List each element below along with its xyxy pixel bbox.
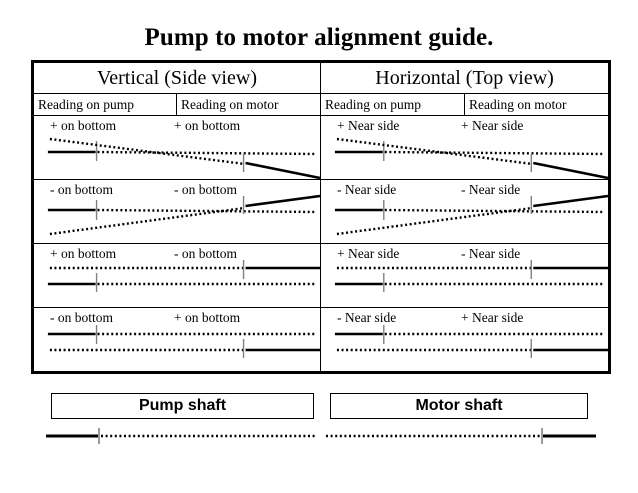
- diagram-labels: + on bottom + on bottom: [34, 118, 320, 136]
- reading-motor-label: + on bottom: [174, 118, 241, 133]
- legend-motor-shaft-label: Motor shaft: [330, 393, 588, 419]
- table-group-header-row: Vertical (Side view) Horizontal (Top vie…: [31, 61, 611, 94]
- shaft-diagram-angular-open-top: [321, 116, 609, 180]
- shaft-diagram-angular-open-top: [34, 116, 321, 180]
- group-header-vertical: Vertical (Side view): [31, 61, 322, 94]
- shaft-diagram-angular-open-bottom: [34, 180, 321, 243]
- table-row: - on bottom - on bottom - Near side - Ne…: [31, 179, 611, 244]
- alignment-guide-table: Vertical (Side view) Horizontal (Top vie…: [31, 60, 612, 374]
- diagram-labels: + Near side - Near side: [321, 246, 608, 264]
- diagram-labels: - Near side - Near side: [321, 182, 608, 200]
- diagram-labels: + Near side + Near side: [321, 118, 608, 136]
- diagram-labels: - on bottom + on bottom: [34, 310, 320, 328]
- reading-motor-label: + Near side: [461, 118, 524, 133]
- table-row: - on bottom + on bottom - Near side + Ne…: [31, 307, 611, 373]
- table-sub-header-row: Reading on pump Reading on motor Reading…: [32, 93, 611, 116]
- table-row: + on bottom + on bottom + Near side + Ne…: [31, 115, 611, 180]
- diagram-cell-horizontal-row-1: + Near side + Near side: [320, 115, 611, 180]
- reading-pump-label: - Near side: [337, 310, 397, 325]
- diagram-labels: - on bottom - on bottom: [34, 182, 320, 200]
- reading-motor-label: + Near side: [461, 310, 524, 325]
- table-row: + on bottom - on bottom + Near side - Ne…: [31, 243, 611, 308]
- sub-header-vertical-motor: Reading on motor: [175, 93, 322, 116]
- diagram-labels: - Near side + Near side: [321, 310, 608, 328]
- page-title: Pump to motor alignment guide.: [144, 24, 494, 51]
- diagram-cell-vertical-row-4: - on bottom + on bottom: [31, 307, 322, 373]
- group-header-horizontal: Horizontal (Top view): [320, 61, 611, 94]
- diagram-cell-vertical-row-2: - on bottom - on bottom: [31, 179, 322, 244]
- shaft-diagram-offset-motor-low: [321, 308, 609, 371]
- legend-motor-shaft-diagram: [322, 425, 602, 447]
- sub-header-vertical-pump: Reading on pump: [32, 93, 177, 116]
- sub-header-horizontal-motor: Reading on motor: [464, 93, 611, 116]
- reading-motor-label: + on bottom: [174, 310, 241, 325]
- shaft-diagram-offset-motor-low: [34, 308, 321, 371]
- reading-pump-label: + Near side: [337, 118, 400, 133]
- reading-pump-label: - Near side: [337, 182, 397, 197]
- diagram-cell-horizontal-row-2: - Near side - Near side: [320, 179, 611, 244]
- reading-motor-label: - on bottom: [174, 246, 237, 261]
- reading-pump-label: + on bottom: [50, 246, 117, 261]
- reading-motor-label: - on bottom: [174, 182, 237, 197]
- diagram-labels: + on bottom - on bottom: [34, 246, 320, 264]
- reading-pump-label: + on bottom: [50, 118, 117, 133]
- reading-pump-label: - on bottom: [50, 182, 113, 197]
- legend-pump-shaft-label: Pump shaft: [51, 393, 314, 419]
- shaft-diagram-angular-open-bottom: [321, 180, 609, 243]
- reading-pump-label: + Near side: [337, 246, 400, 261]
- shaft-diagram-offset-motor-high: [321, 244, 609, 307]
- reading-motor-label: - Near side: [461, 182, 521, 197]
- reading-motor-label: - Near side: [461, 246, 521, 261]
- reading-pump-label: - on bottom: [50, 310, 113, 325]
- shaft-diagram-offset-motor-high: [34, 244, 321, 307]
- diagram-cell-vertical-row-1: + on bottom + on bottom: [31, 115, 322, 180]
- diagram-cell-horizontal-row-4: - Near side + Near side: [320, 307, 611, 373]
- legend-pump-shaft-diagram: [40, 425, 320, 447]
- diagram-cell-vertical-row-3: + on bottom - on bottom: [31, 243, 322, 308]
- diagram-cell-horizontal-row-3: + Near side - Near side: [320, 243, 611, 308]
- sub-header-horizontal-pump: Reading on pump: [320, 93, 466, 116]
